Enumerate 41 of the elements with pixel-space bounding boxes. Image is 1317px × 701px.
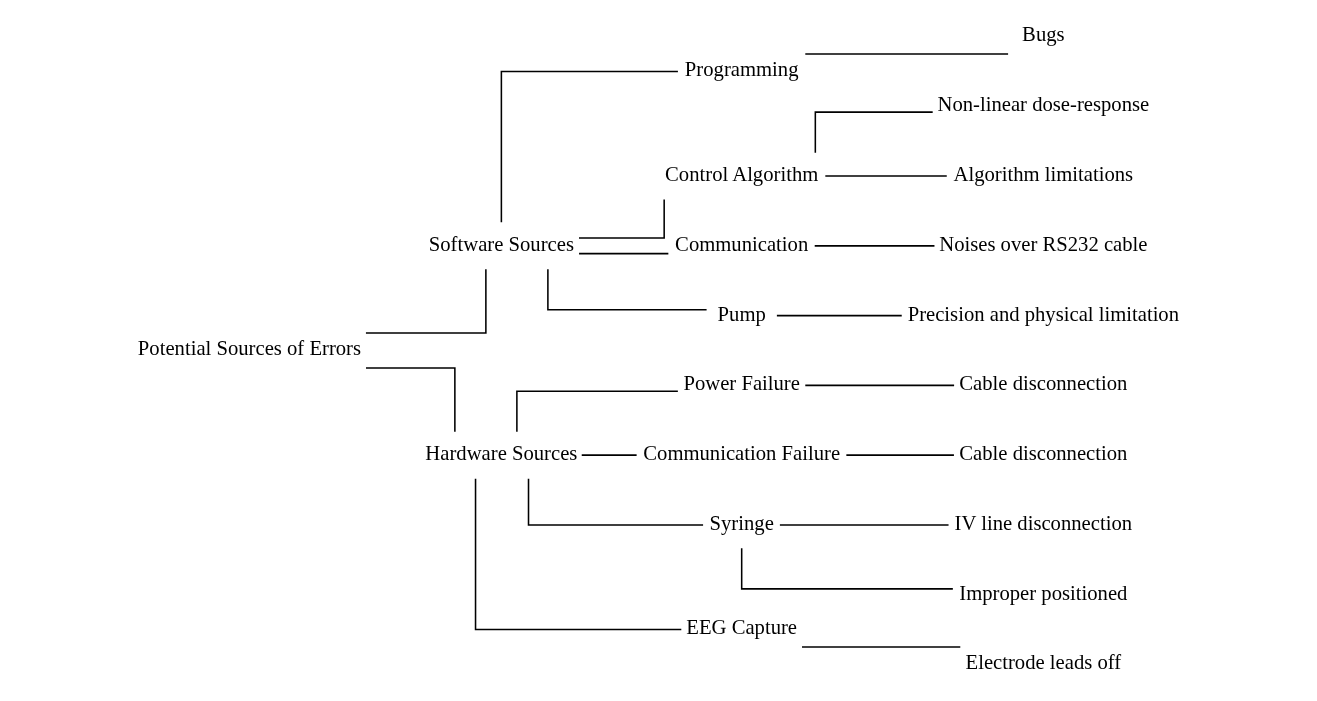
node-text: EEG Capture — [685, 616, 797, 639]
connector — [778, 524, 949, 526]
connector — [580, 454, 637, 456]
node-text: Cable disconnection — [958, 372, 1127, 395]
connector — [800, 646, 961, 648]
connector — [824, 175, 948, 177]
connector — [474, 477, 682, 631]
node-text: Communication — [674, 232, 808, 255]
node-text: Electrode leads off — [965, 651, 1121, 674]
node-text: Cable disconnection — [958, 442, 1127, 465]
connector — [804, 53, 1009, 55]
node-text: Communication Failure — [642, 442, 840, 465]
connector — [546, 268, 707, 311]
connector — [577, 198, 665, 239]
node-text: Non-linear dose-response — [937, 93, 1149, 116]
node-text: Noises over RS232 cable — [938, 232, 1147, 255]
connector — [813, 245, 935, 247]
connector — [775, 314, 902, 317]
node-text: Programming — [684, 58, 798, 81]
node-text: Syringe — [709, 511, 774, 534]
connector — [577, 252, 669, 255]
node-text: IV line disconnection — [954, 511, 1132, 534]
node-text: Improper positioned — [958, 581, 1127, 604]
node-text: Control Algorithm — [664, 162, 818, 185]
node-text: Bugs — [1021, 23, 1065, 46]
connector — [804, 384, 955, 387]
connector — [740, 547, 954, 590]
node-text: Hardware Sources — [424, 442, 577, 465]
connector — [814, 111, 933, 154]
connector — [515, 390, 679, 433]
connector — [364, 268, 487, 334]
connector — [500, 70, 679, 224]
connector — [364, 367, 456, 433]
node-text: Algorithm limitations — [953, 162, 1133, 185]
connector — [527, 478, 704, 526]
node-text: Precision and physical limitation — [907, 302, 1179, 325]
node-text: Software Sources — [428, 232, 574, 255]
node-text: Power Failure — [682, 372, 800, 395]
node-text: Pump — [717, 302, 766, 325]
node-text: Potential Sources of Errors — [137, 337, 361, 360]
connector — [845, 454, 955, 456]
